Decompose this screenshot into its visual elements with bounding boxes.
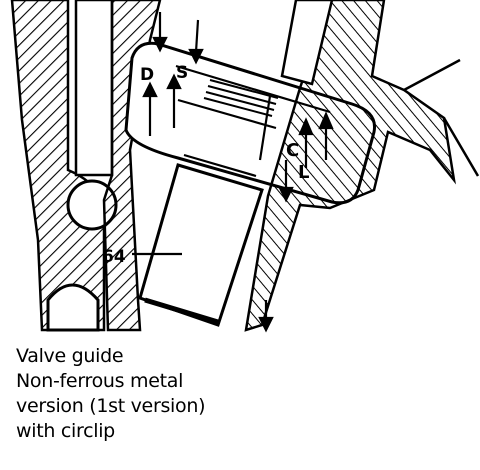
guide-inner-lines [175, 64, 331, 178]
valve-guide-cross-section: D S C L 64 [10, 0, 480, 333]
bore-lower-edge [144, 297, 219, 325]
caption-line-feature: with circlip [16, 420, 115, 442]
circlip-grooves [203, 79, 279, 117]
caption-line-material: Non-ferrous metal [16, 370, 184, 392]
right-channel [280, 0, 334, 86]
guide-bore [138, 163, 264, 327]
right-housing-wall [244, 0, 456, 332]
label-part-number: 64 [102, 247, 126, 267]
caption: Valve guide Non-ferrous metal version (1… [16, 344, 456, 444]
caption-line-title: Valve guide [16, 345, 124, 367]
caption-line-version: version (1st version) [16, 395, 206, 417]
label-s: S [176, 63, 188, 83]
label-l: L [298, 162, 309, 183]
lower-bore [46, 283, 100, 332]
far-right-edge [403, 58, 480, 177]
label-d: D [140, 65, 154, 85]
central-body-hatched [102, 0, 162, 332]
dimension-arrows [132, 12, 334, 333]
label-c: C [286, 140, 299, 161]
left-channel [74, 0, 114, 177]
